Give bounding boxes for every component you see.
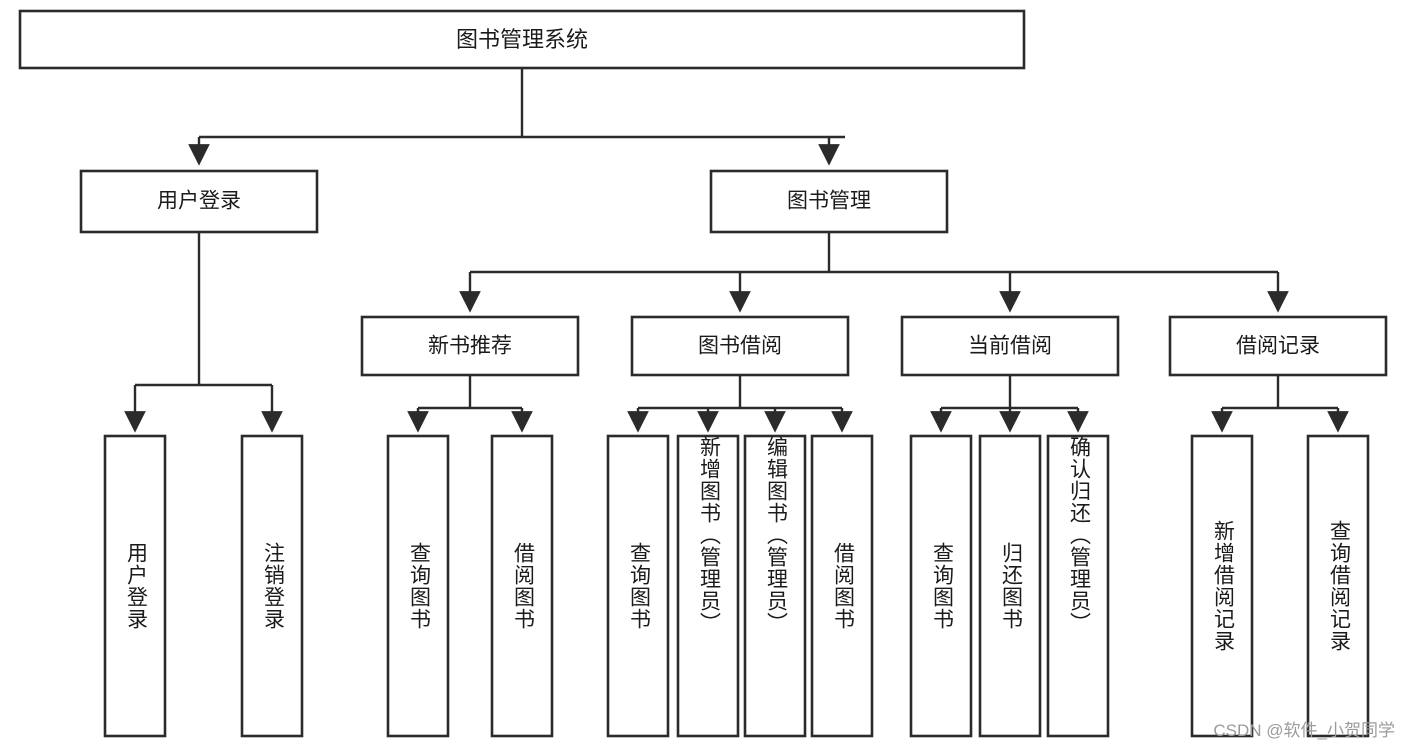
leaf-rects-current-borrow bbox=[909, 434, 1110, 738]
leaf-rects-book-borrow bbox=[606, 434, 874, 738]
node-current-borrow[interactable]: 当前借阅 bbox=[900, 315, 1120, 377]
node-current-borrow-label: 当前借阅 bbox=[968, 335, 1052, 358]
leaf-borrow-book-1-rect[interactable] bbox=[490, 434, 554, 738]
node-book-borrow-label: 图书借阅 bbox=[698, 335, 782, 358]
leaf-query-book-1-rect[interactable] bbox=[386, 434, 450, 738]
node-borrow-record[interactable]: 借阅记录 bbox=[1168, 315, 1388, 377]
node-book-management-rect[interactable] bbox=[709, 169, 949, 234]
node-user-login-label: 用户登录 bbox=[157, 190, 241, 213]
leaf-rects-new-book-recommend bbox=[386, 434, 554, 738]
connector-group-book-borrow bbox=[627, 375, 853, 433]
leaf-logout-rect[interactable] bbox=[240, 434, 304, 738]
node-borrow-record-rect[interactable] bbox=[1168, 315, 1388, 377]
node-book-borrow[interactable]: 图书借阅 bbox=[630, 315, 850, 377]
connector-group-current-borrow bbox=[930, 375, 1089, 433]
node-new-book-recommend-rect[interactable] bbox=[360, 315, 580, 377]
leaf-add-book-rect[interactable] bbox=[676, 434, 740, 738]
leaf-user-login-rect[interactable] bbox=[103, 434, 167, 738]
leaf-add-record-rect[interactable] bbox=[1190, 434, 1254, 738]
watermark-text: CSDN @软件_小贺同学 bbox=[1213, 721, 1395, 740]
leaf-borrow-book-2-rect[interactable] bbox=[810, 434, 874, 738]
connector-group-borrow-record bbox=[1211, 375, 1349, 433]
node-book-management[interactable]: 图书管理 bbox=[709, 169, 949, 234]
connector-group-user-login bbox=[124, 232, 283, 433]
connector-group-book-manage bbox=[459, 232, 1289, 313]
node-new-book-recommend-label: 新书推荐 bbox=[428, 335, 512, 358]
node-current-borrow-rect[interactable] bbox=[900, 315, 1120, 377]
node-book-borrow-rect[interactable] bbox=[630, 315, 850, 377]
node-new-book-recommend[interactable]: 新书推荐 bbox=[360, 315, 580, 377]
leaf-rects-user-login bbox=[103, 434, 304, 738]
leaf-query-book-2-rect[interactable] bbox=[606, 434, 670, 738]
node-borrow-record-label: 借阅记录 bbox=[1236, 335, 1320, 358]
connector-group-root bbox=[188, 68, 845, 166]
node-root-rect[interactable] bbox=[18, 9, 1026, 70]
node-user-login[interactable]: 用户登录 bbox=[79, 169, 319, 234]
leaf-query-record-rect[interactable] bbox=[1306, 434, 1370, 738]
leaf-rects-borrow-record bbox=[1190, 434, 1370, 738]
leaf-return-book-rect[interactable] bbox=[978, 434, 1042, 738]
node-root-book-management-system[interactable]: 图书管理系统 bbox=[18, 9, 1026, 70]
node-user-login-rect[interactable] bbox=[79, 169, 319, 234]
leaf-edit-book-rect[interactable] bbox=[743, 434, 807, 738]
leaf-query-book-3-rect[interactable] bbox=[909, 434, 973, 738]
connector-group-new-book bbox=[407, 375, 533, 433]
leaf-confirm-return-rect[interactable] bbox=[1046, 434, 1110, 738]
node-root-label: 图书管理系统 bbox=[456, 27, 588, 52]
node-book-management-label: 图书管理 bbox=[787, 190, 871, 213]
